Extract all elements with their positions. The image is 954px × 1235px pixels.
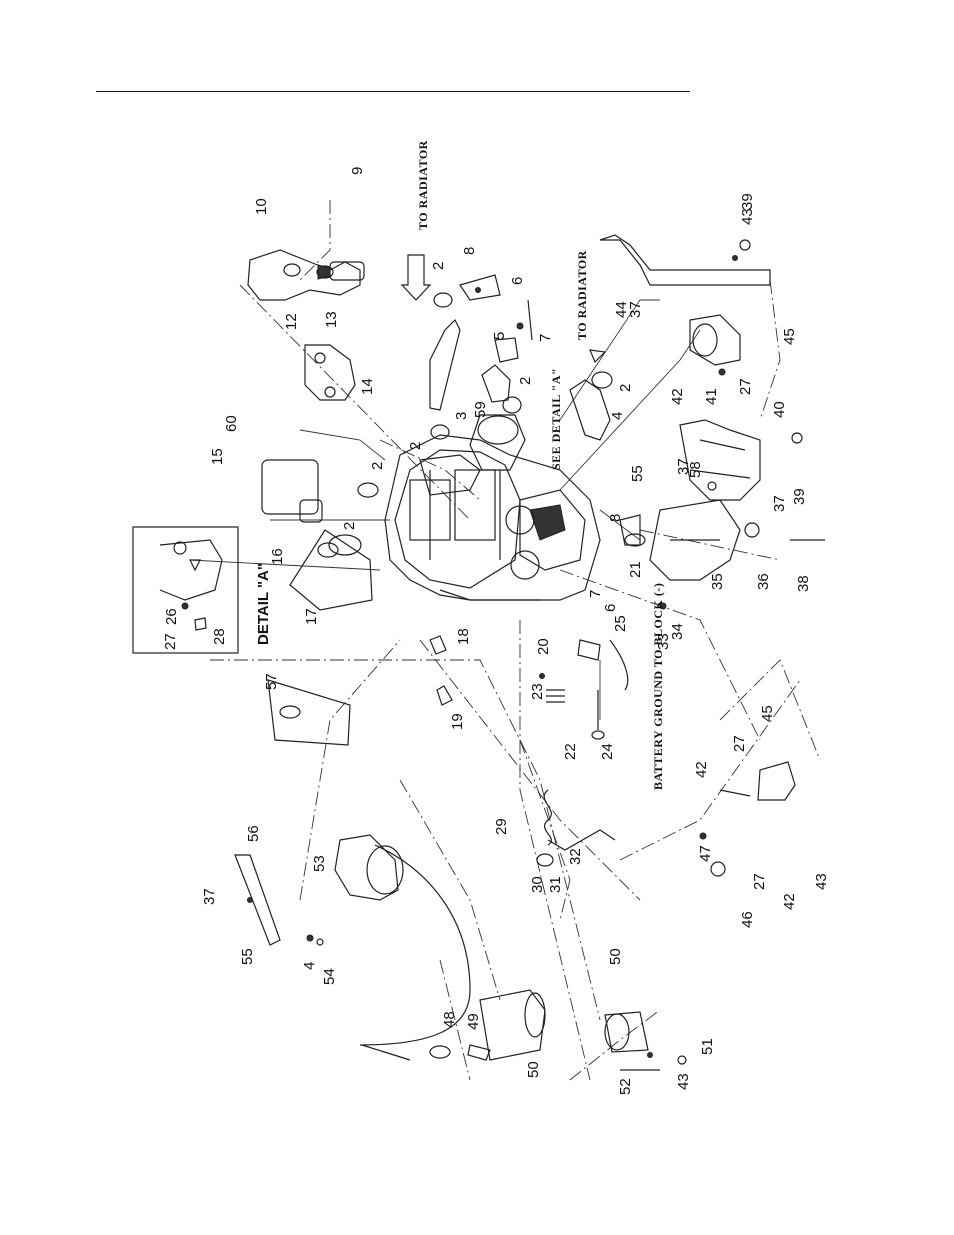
part-label: 42 [693,761,710,778]
part-label: 22 [562,743,579,760]
part-label: 37 [627,301,644,318]
part-label: 2 [430,262,447,270]
part-label: 7 [587,590,604,598]
caption-to-radiator-mid: TO RADIATOR [575,250,589,340]
part-label: 50 [525,1061,542,1078]
part-labels: 9 10 12 13 14 15 60 2 2 2 3 59 8 6 7 5 2… [162,167,830,1095]
part-label: 41 [703,388,720,405]
part-label: 4 [609,412,626,420]
part-label: 6 [509,277,526,285]
caption-see-detail: SEE DETAIL "A" [549,368,563,470]
part-label: 20 [535,638,552,655]
part-label: 6 [602,604,619,612]
caption-battery-ground: BATTERY GROUND TO BLOCK (-) [651,583,665,790]
part-label: 29 [493,818,510,835]
part-label: 26 [163,608,180,625]
part-label: 49 [465,1013,482,1030]
part-label: 58 [687,461,704,478]
part-label: 9 [349,167,366,175]
part-label: 50 [607,948,624,965]
part-label: 24 [599,743,616,760]
part-label: 8 [607,514,624,522]
part-label: 43 [739,208,756,225]
part-label: 37 [201,888,218,905]
part-label: 12 [283,313,300,330]
part-label: 33 [655,633,672,650]
part-label: 47 [697,845,714,862]
part-label: 28 [211,628,228,645]
caption-detail-a: DETAIL "A" [255,563,272,645]
part-label: 43 [675,1073,692,1090]
detail-a-box [132,526,239,654]
part-label: 45 [759,705,776,722]
part-label: 27 [162,633,179,650]
part-label: 21 [627,561,644,578]
part-label: 60 [223,415,240,432]
lower-components [234,834,687,1071]
part-label: 44 [613,301,630,318]
part-label: 18 [455,628,472,645]
captions: TO RADIATOR TO RADIATOR SEE DETAIL "A" D… [255,140,665,790]
part-label: 46 [739,911,756,928]
part-label: 4 [301,962,318,970]
part-label: 57 [263,673,280,690]
part-label: 52 [617,1078,634,1095]
part-label: 40 [771,401,788,418]
part-label: 45 [781,328,798,345]
part-label: 25 [612,615,629,632]
part-label: 53 [311,855,328,872]
part-label: 31 [547,876,564,893]
part-label: 27 [731,735,748,752]
part-label: 36 [755,573,772,590]
part-label: 2 [369,462,386,470]
part-label: 55 [239,948,256,965]
part-label: 54 [321,968,338,985]
part-label: 39 [739,193,756,210]
part-label: 37 [675,458,692,475]
part-label: 23 [529,683,546,700]
part-label: 48 [441,1011,458,1028]
part-label: 2 [517,377,534,385]
part-label: 2 [341,522,358,530]
part-label: 15 [209,448,226,465]
header-rule [96,91,690,92]
part-label: 30 [529,876,546,893]
part-label: 19 [449,713,466,730]
part-label: 32 [567,848,584,865]
part-label: 17 [303,608,320,625]
part-label: 27 [751,873,768,890]
part-label: 2 [407,442,424,450]
part-label: 5 [491,332,508,340]
part-label: 8 [461,247,478,255]
part-label: 34 [669,623,686,640]
part-label: 59 [472,401,489,418]
part-label: 3 [453,412,470,420]
part-label: 14 [359,378,376,395]
part-label: 42 [669,388,686,405]
part-label: 16 [269,548,286,565]
part-label: 37 [771,495,788,512]
part-label: 56 [245,825,262,842]
engine-block [384,414,601,601]
part-label: 7 [537,334,554,342]
part-label: 38 [795,575,812,592]
part-label: 43 [813,873,830,890]
part-label: 27 [737,378,754,395]
part-label: 10 [253,198,270,215]
part-label: 55 [629,465,646,482]
leader-lines [189,200,821,1081]
caption-to-radiator-top: TO RADIATOR [416,140,430,230]
part-label: 2 [617,384,634,392]
upper-components [247,249,613,611]
part-label: 35 [709,573,726,590]
part-label: 13 [323,311,340,328]
part-label: 42 [781,893,798,910]
right-components [599,234,825,610]
part-label: 51 [699,1038,716,1055]
part-label: 39 [791,488,808,505]
middle-components [267,635,796,877]
